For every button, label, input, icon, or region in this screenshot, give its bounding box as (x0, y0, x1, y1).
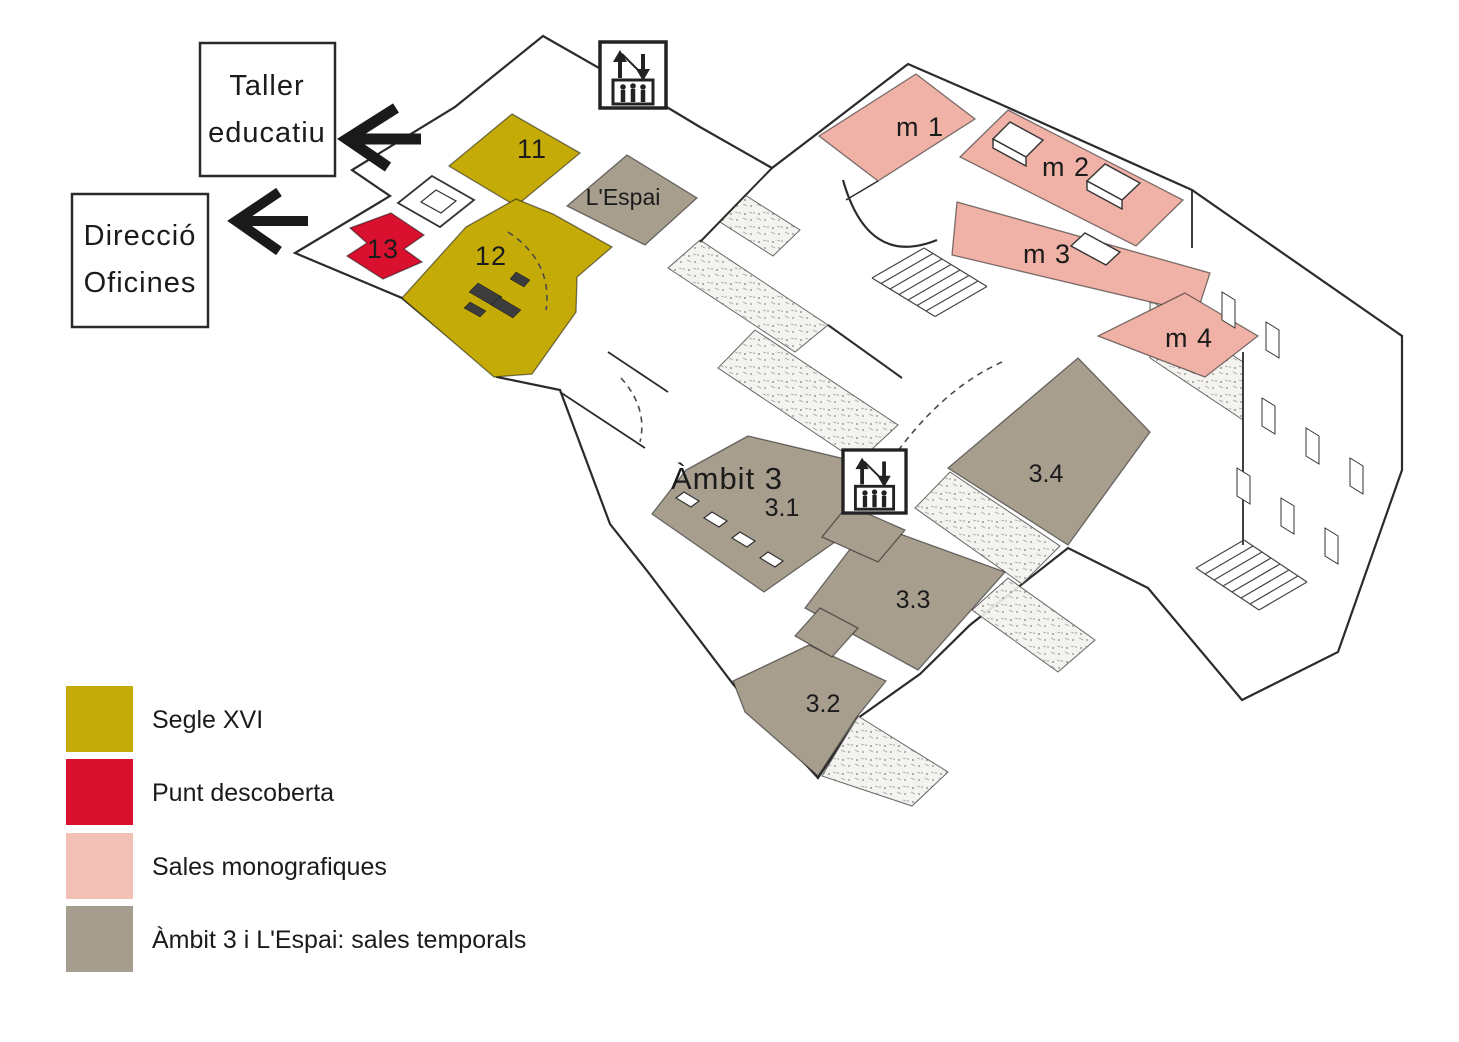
elevator-icon (843, 450, 906, 513)
door-swing-arcs (507, 231, 1003, 463)
building-outline (292, 34, 1404, 780)
interior-walls (559, 167, 1244, 545)
room-3-1-zone (651, 435, 859, 593)
furniture-room-12 (463, 271, 531, 319)
legend: Segle XVI Punt descoberta Sales monograf… (66, 686, 526, 972)
room-11-label: 11 (517, 134, 547, 164)
left-arrow-icon (227, 187, 308, 256)
room-12-label: 12 (475, 241, 507, 271)
room-m2-label: m 2 (1042, 152, 1090, 182)
direction-arrows (227, 103, 421, 256)
room-13-zone (345, 212, 426, 280)
room-12-zone (401, 198, 614, 378)
room-m3-label: m 3 (1023, 239, 1071, 269)
legend-label-sales-temporals: Àmbit 3 i L'Espai: sales temporals (152, 925, 526, 954)
room-3-4-label: 3.4 (1029, 460, 1064, 488)
room-3-2-zone (732, 644, 888, 777)
legend-swatch-sales-temporals (66, 906, 133, 972)
stairs-courtyard (871, 247, 988, 318)
sign-direccio-line2: Oficines (84, 267, 197, 299)
stairs-facade (1195, 539, 1308, 611)
room-m4-label: m 4 (1165, 323, 1213, 353)
sign-taller-line1: Taller (229, 70, 304, 102)
elevator-icon (600, 42, 666, 108)
room-3-3-label: 3.3 (896, 586, 931, 614)
sign-direccio-line1: Direcció (84, 220, 197, 252)
passage-3-1-to-3-3 (820, 504, 907, 563)
legend-label-punt-descoberta: Punt descoberta (152, 779, 334, 807)
legend-swatch-punt-descoberta (66, 759, 133, 825)
passage-3-3-to-3-2 (793, 607, 860, 658)
lightwell (396, 174, 476, 229)
legend-swatch-segle-xvi (66, 686, 133, 752)
room-13-label: 13 (367, 234, 399, 264)
room-3-2-label: 3.2 (806, 690, 841, 718)
room-espai-zone (565, 154, 699, 246)
room-zones (345, 73, 1260, 777)
room-11-zone (447, 113, 582, 207)
sign-taller-line2: educatiu (208, 117, 326, 149)
room-m1-label: m 1 (896, 112, 944, 142)
legend-label-sales-monografiques: Sales monografiques (152, 853, 387, 881)
room-labels: 11 12 13 L'Espai m 1 m 2 m 3 m 4 Àmbit 3… (367, 112, 1213, 718)
pedestals-ambit3 (674, 491, 785, 568)
room-ambit3-label: Àmbit 3 (671, 461, 783, 496)
left-arrow-icon (336, 103, 421, 172)
display-cases-m2 (991, 121, 1142, 266)
sign-direccio-oficines: Direcció Oficines (70, 192, 210, 329)
courtyard-curved-wall (841, 179, 938, 248)
room-espai-label: L'Espai (586, 184, 661, 210)
room-3-3-zone (804, 522, 1007, 671)
facade-windows (1221, 291, 1364, 565)
room-3-1-label: 3.1 (765, 494, 800, 522)
sign-taller-educatiu: Taller educatiu (198, 41, 337, 178)
room-3-4-zone (946, 357, 1151, 546)
legend-label-segle-xvi: Segle XVI (152, 706, 263, 734)
legend-swatch-sales-monografiques (66, 833, 133, 899)
